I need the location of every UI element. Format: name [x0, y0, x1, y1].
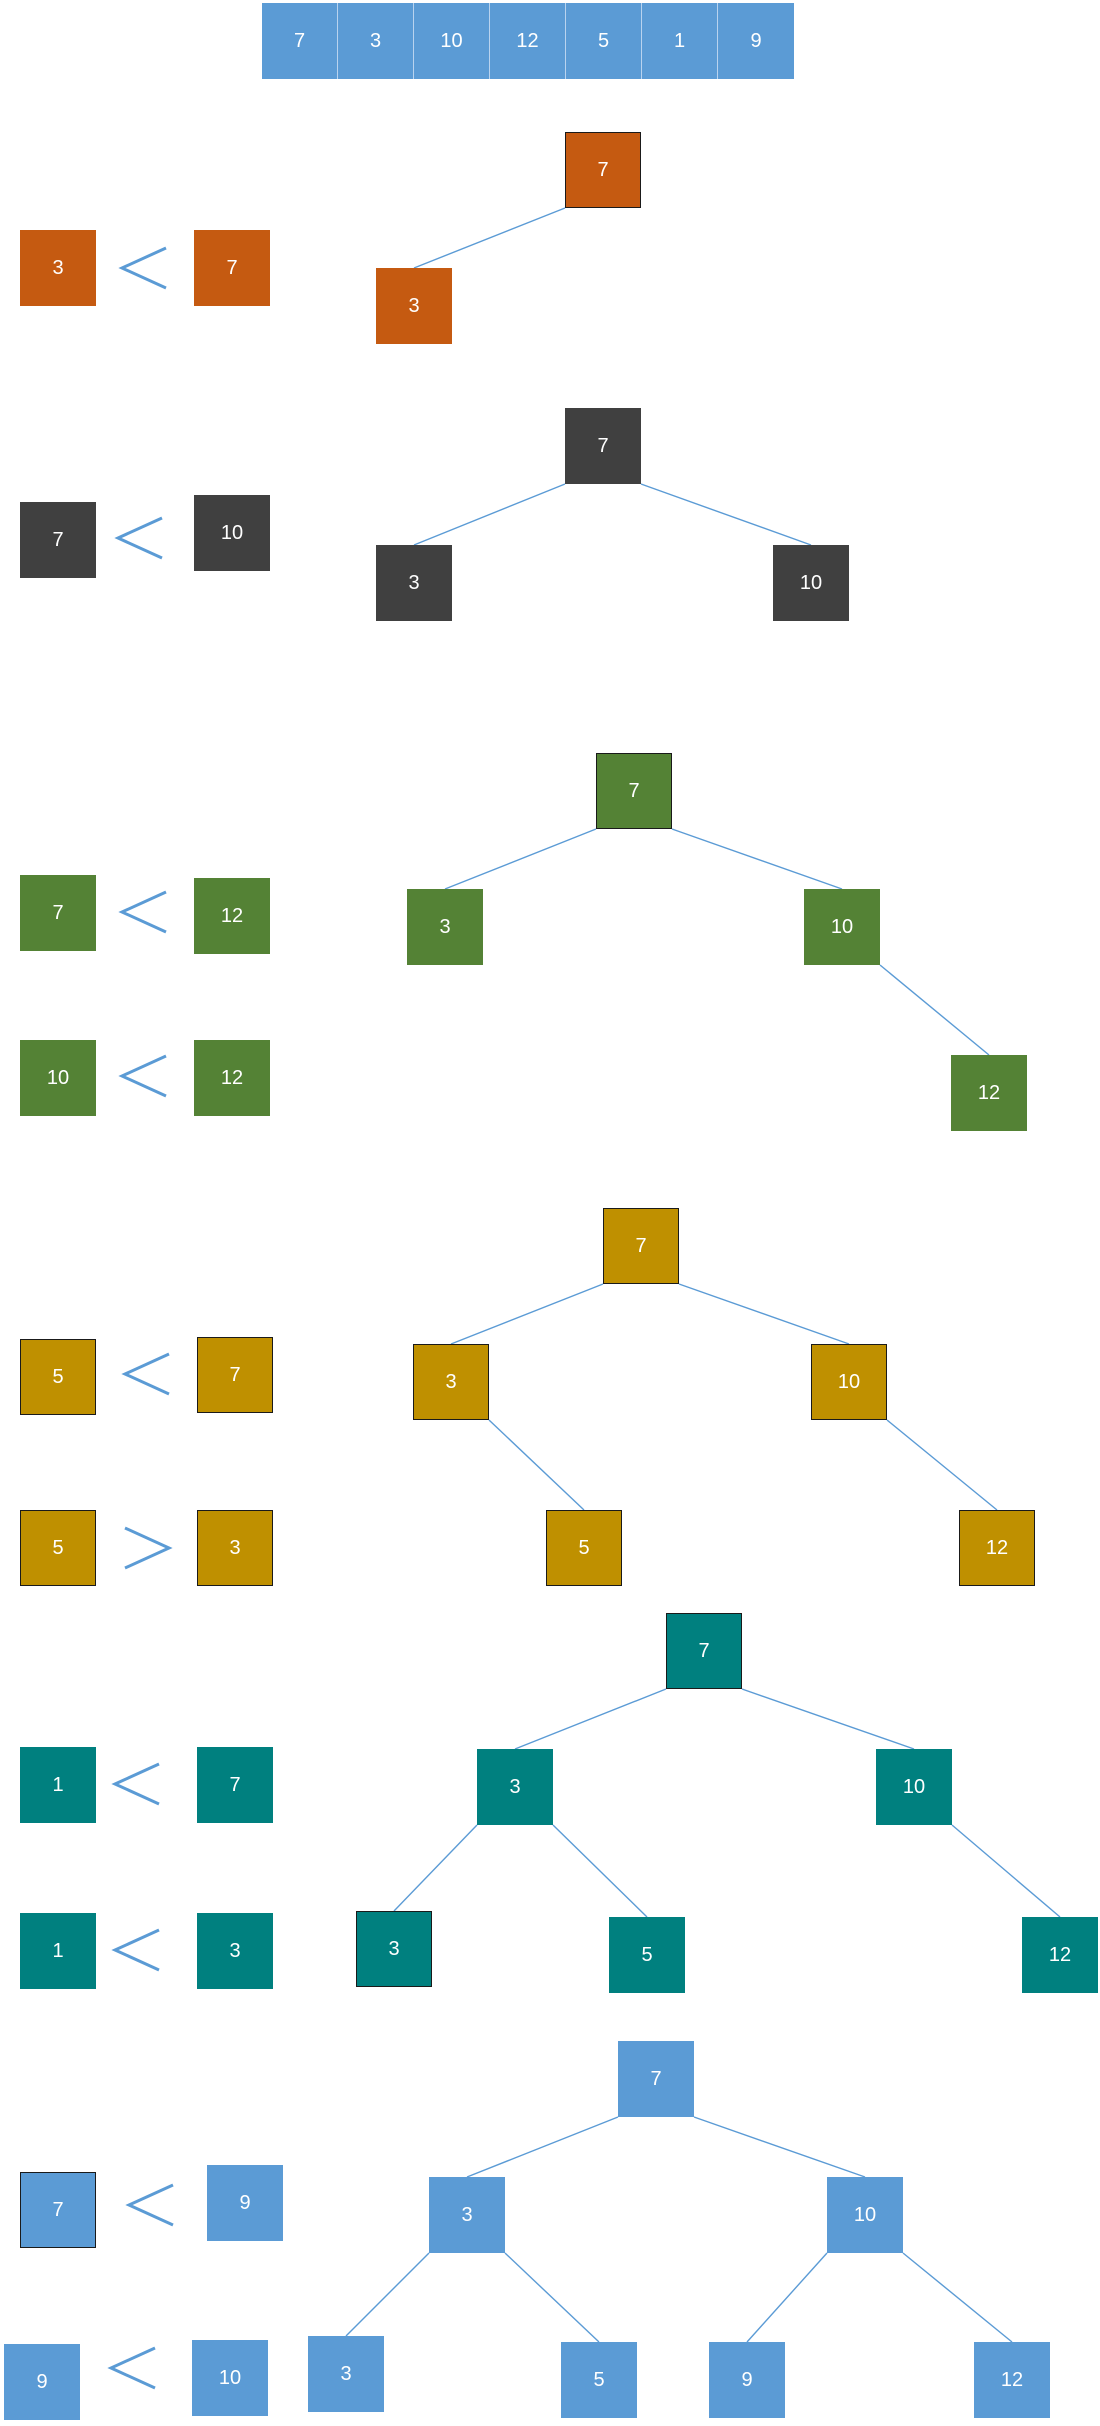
array-cell: 12 [490, 3, 566, 79]
compare-left-value: 3 [20, 230, 96, 306]
compare-right-value: 7 [197, 1747, 273, 1823]
tree-node: 7 [666, 1613, 742, 1689]
tree-node: 12 [951, 1055, 1027, 1131]
tree-node: 12 [959, 1510, 1035, 1586]
tree-edge [678, 1283, 850, 1345]
tree-node: 5 [609, 1917, 685, 1993]
tree-edge [886, 1419, 998, 1511]
less-than-symbol [107, 2346, 156, 2390]
tree-node: 12 [1022, 1917, 1098, 1993]
less-than-symbol [114, 516, 163, 560]
compare-left-value: 7 [20, 2172, 96, 2248]
tree-node: 9 [709, 2342, 785, 2418]
compare-right-value: 7 [194, 230, 270, 306]
tree-edge [488, 1419, 585, 1511]
tree-edge [552, 1824, 648, 1918]
compare-right-value: 3 [197, 1913, 273, 1989]
compare-left-value: 7 [20, 875, 96, 951]
compare-left-value: 5 [20, 1510, 96, 1586]
tree-edge [444, 828, 597, 890]
array-cell: 7 [262, 3, 338, 79]
tree-node: 3 [308, 2336, 384, 2412]
compare-right-value: 12 [194, 1040, 270, 1116]
compare-left-value: 9 [4, 2344, 80, 2420]
less-than-symbol [118, 1054, 167, 1098]
tree-edge [345, 2252, 430, 2337]
tree-node: 3 [356, 1911, 432, 1987]
tree-node: 10 [876, 1749, 952, 1825]
compare-left-value: 1 [20, 1913, 96, 1989]
array-cell: 5 [566, 3, 642, 79]
tree-node: 7 [618, 2041, 694, 2117]
compare-right-value: 10 [192, 2340, 268, 2416]
tree-node: 5 [561, 2342, 637, 2418]
tree-edge [640, 483, 812, 546]
compare-right-value: 10 [194, 495, 270, 571]
tree-node: 3 [413, 1344, 489, 1420]
tree-edge [413, 207, 566, 269]
tree-edge [902, 2252, 1013, 2343]
array-cell: 10 [414, 3, 490, 79]
tree-edge [951, 1824, 1061, 1918]
tree-edge [741, 1688, 915, 1750]
tree-node: 10 [773, 545, 849, 621]
less-than-symbol [111, 1928, 160, 1972]
tree-node: 3 [376, 545, 452, 621]
tree-node: 7 [565, 132, 641, 208]
tree-edge [746, 2252, 828, 2343]
tree-node: 7 [565, 408, 641, 484]
tree-node: 7 [603, 1208, 679, 1284]
compare-right-value: 3 [197, 1510, 273, 1586]
greater-than-symbol [124, 1526, 173, 1570]
compare-left-value: 10 [20, 1040, 96, 1116]
compare-right-value: 9 [207, 2165, 283, 2241]
tree-edge [393, 1824, 478, 1912]
array-cell: 1 [642, 3, 718, 79]
less-than-symbol [125, 2183, 174, 2227]
array-cell: 9 [718, 3, 794, 79]
tree-edge [671, 828, 843, 890]
array-cell: 3 [338, 3, 414, 79]
tree-edge [466, 2116, 619, 2178]
compare-left-value: 1 [20, 1747, 96, 1823]
tree-edge [879, 964, 990, 1056]
compare-right-value: 12 [194, 878, 270, 954]
compare-left-value: 5 [20, 1339, 96, 1415]
tree-node: 3 [429, 2177, 505, 2253]
tree-edge [504, 2252, 600, 2343]
tree-edge [450, 1283, 604, 1345]
tree-node: 3 [376, 268, 452, 344]
compare-right-value: 7 [197, 1337, 273, 1413]
compare-left-value: 7 [20, 502, 96, 578]
tree-node: 12 [974, 2342, 1050, 2418]
tree-edge [413, 483, 566, 546]
less-than-symbol [111, 1762, 160, 1806]
tree-node: 3 [477, 1749, 553, 1825]
tree-node: 5 [546, 1510, 622, 1586]
tree-node: 10 [827, 2177, 903, 2253]
tree-node: 3 [407, 889, 483, 965]
tree-edge [514, 1688, 667, 1750]
tree-node: 10 [804, 889, 880, 965]
tree-edge [693, 2116, 866, 2178]
less-than-symbol [118, 246, 167, 290]
less-than-symbol [121, 1352, 170, 1396]
less-than-symbol [118, 890, 167, 934]
tree-node: 10 [811, 1344, 887, 1420]
tree-node: 7 [596, 753, 672, 829]
